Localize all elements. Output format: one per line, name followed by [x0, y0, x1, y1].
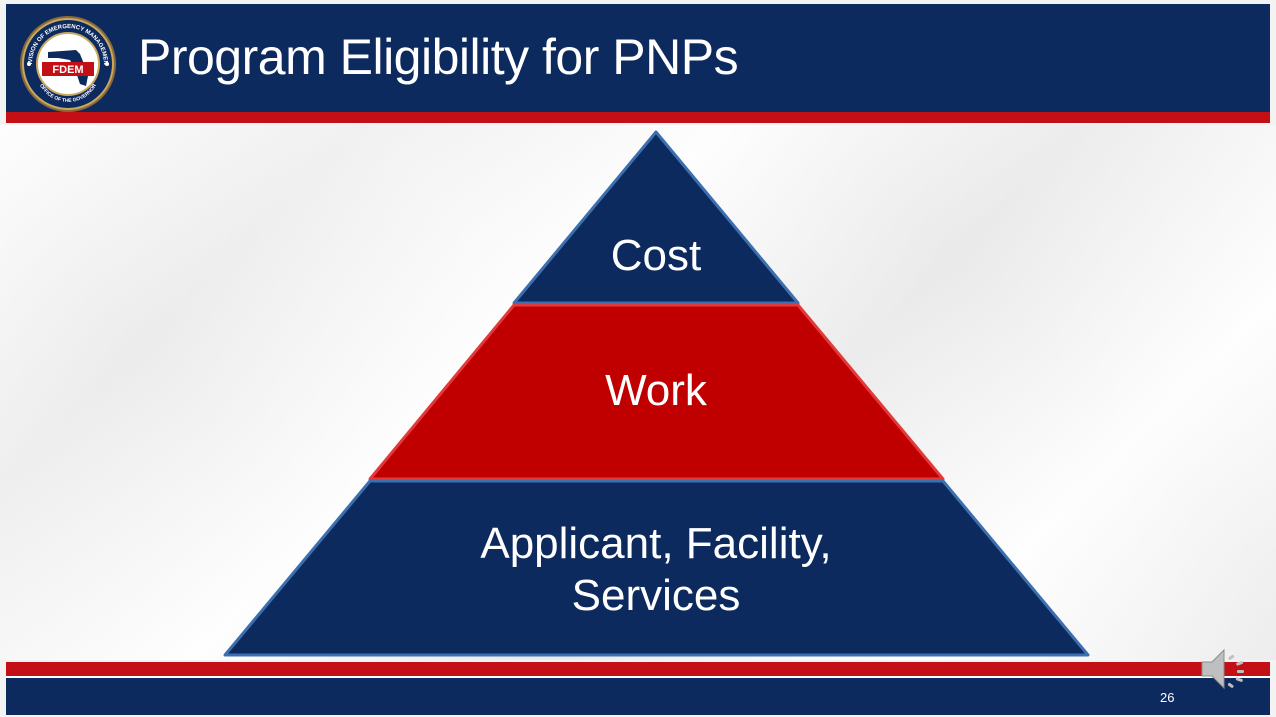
tier-label-applicant-line2: Services [571, 571, 741, 620]
header-bar [6, 4, 1270, 112]
pyramid-tier-applicant [223, 479, 1090, 657]
footer-bar [6, 678, 1270, 715]
tier-label-work: Work [605, 366, 707, 415]
slide-title: Program Eligibility for PNPs [138, 29, 739, 85]
tier-label-cost: Cost [610, 231, 702, 280]
tier-label-applicant-line1: Applicant, Facility, [480, 519, 832, 568]
logo-text: FDEM [52, 64, 83, 76]
speaker-icon[interactable] [1198, 644, 1256, 694]
footer-white-line [6, 676, 1270, 678]
page-number: 26 [1160, 690, 1175, 705]
pyramid-tier-cost [512, 130, 800, 305]
pyramid-tier-work [368, 303, 945, 481]
tier-label-applicant: Applicant, Facility, Services [456, 518, 856, 622]
header-red-stripe [6, 112, 1270, 123]
fdem-seal-icon: FDEM DIVISION OF EMERGENCY MANAGEMENT OF… [16, 10, 118, 114]
footer-red-stripe [6, 662, 1270, 676]
